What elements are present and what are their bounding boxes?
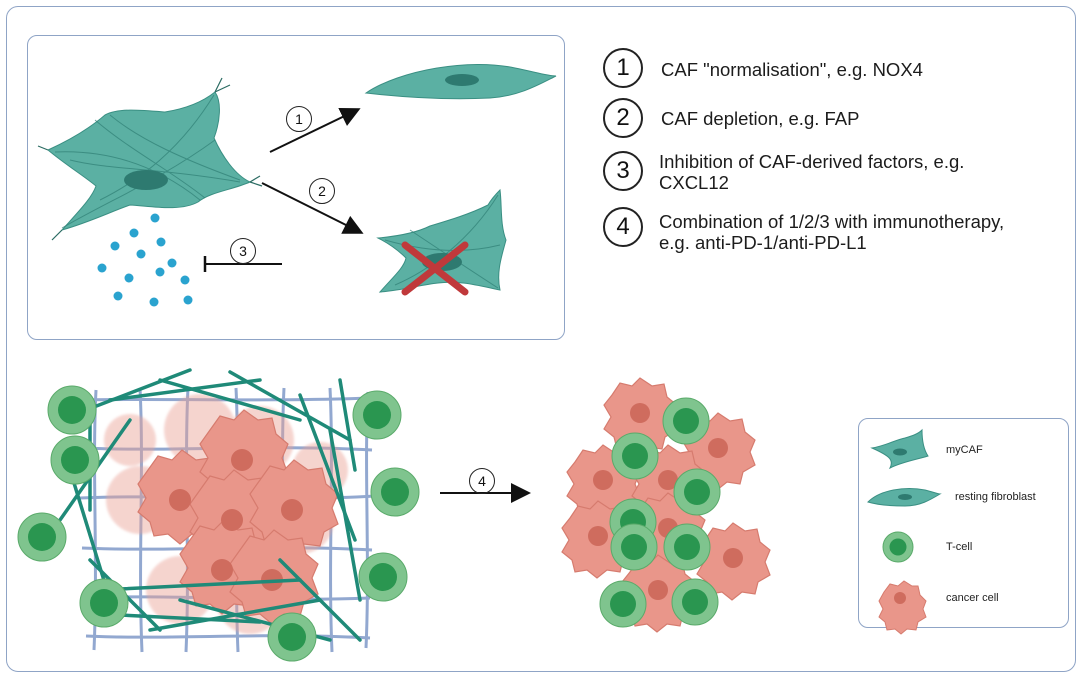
legend-mycaf-icon [870,428,929,470]
step-text-4-line2: e.g. anti-PD-1/anti-PD-L1 [659,232,867,253]
caf-derived-factors [97,213,193,307]
arrow-label-4: 4 [469,468,495,494]
step-number-4: 4 [603,207,643,247]
arrow-label-1: 1 [286,106,312,132]
legend-label-tcell: T-cell [946,541,973,553]
legend-cancer-cell-icon [878,580,927,635]
mycaf-cell-icon [37,77,263,241]
legend-tcell-icon [882,531,914,563]
resting-fibroblast-icon [364,63,557,100]
step-text-3-line2: CXCL12 [659,172,729,193]
depleted-caf-icon [376,188,507,296]
arrow-2 [261,182,364,234]
tumor-infiltrated [561,377,771,633]
legend-label-mycaf: myCAF [946,444,983,456]
legend-label-cancer-cell: cancer cell [946,592,999,604]
step-number-1: 1 [603,48,643,88]
legend-resting-fibroblast-icon [867,488,942,507]
step-number-2: 2 [603,98,643,138]
step-text-1: CAF "normalisation", e.g. NOX4 [661,59,923,80]
arrow-1 [269,107,361,153]
step-number-3: 3 [603,151,643,191]
arrow-label-3: 3 [230,238,256,264]
step-text-4-line1: Combination of 1/2/3 with immunotherapy, [659,211,1005,232]
arrow-label-2: 2 [309,178,335,204]
legend-label-resting-fibroblast: resting fibroblast [955,491,1036,503]
tumor-with-caf-matrix [17,368,420,662]
tcells-excluded [17,385,420,662]
step-text-3-line1: Inhibition of CAF-derived factors, e.g. [659,151,965,172]
step-text-2: CAF depletion, e.g. FAP [661,108,860,129]
inhibition-line-3 [203,256,282,272]
caf-therapy-panel [27,35,565,340]
